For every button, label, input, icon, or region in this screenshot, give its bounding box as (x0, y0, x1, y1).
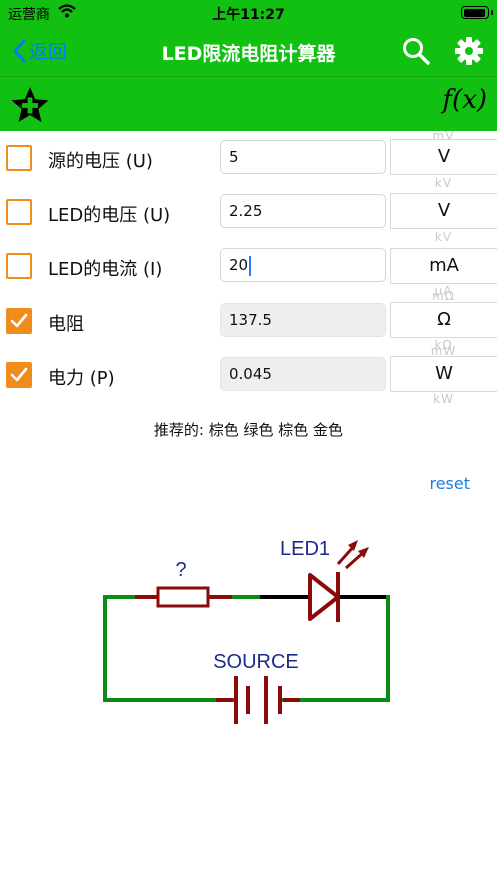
unit-picker-prev: kV (434, 231, 453, 243)
row-led-current: LED的电流 (I) 20 (0, 240, 497, 290)
led-current-value: 20 (229, 256, 249, 274)
back-button[interactable]: 返回 (12, 37, 67, 64)
led-current-unit[interactable]: mA (390, 248, 497, 284)
led-voltage-checkbox[interactable] (6, 199, 32, 225)
resistor-symbol (135, 586, 232, 608)
carrier-name: 运营商 (8, 7, 50, 23)
unit-picker-next: kV (434, 177, 453, 189)
back-button-label: 返回 (29, 41, 68, 63)
row-power: 电力 (P) 0.045 (0, 349, 497, 399)
resistance-checkbox[interactable] (6, 308, 32, 334)
led-voltage-label: LED的电压 (U) (48, 205, 171, 226)
search-icon[interactable] (401, 36, 431, 70)
unit-picker-next: kW (433, 393, 454, 405)
resistance-unit[interactable]: Ω (390, 302, 497, 338)
source-voltage-input[interactable]: 5 (220, 140, 386, 174)
source-voltage-unit[interactable]: V (390, 139, 497, 175)
led-voltage-unit[interactable]: V (390, 193, 497, 229)
row-led-voltage: LED的电压 (U) 2.25 (0, 186, 497, 236)
wifi-icon (58, 3, 76, 22)
text-cursor (249, 255, 252, 276)
led-voltage-input[interactable]: 2.25 (220, 194, 386, 228)
checkmark-icon (10, 313, 28, 328)
status-bar: 运营商 上午11:27 (0, 0, 497, 26)
unit-picker-prev: mW (430, 345, 457, 357)
wire-top-left (103, 595, 235, 702)
status-time: 上午11:27 (212, 7, 285, 23)
led-symbol (308, 540, 369, 622)
navigation-bar: 返回 LED限流电阻计算器 (0, 26, 497, 76)
checkmark-icon (10, 367, 28, 382)
resistance-output: 137.5 (220, 303, 386, 337)
led-current-input[interactable]: 20 (220, 248, 386, 282)
gear-icon[interactable] (454, 36, 484, 70)
led-label: LED1 (280, 538, 330, 560)
reset-button[interactable]: reset (429, 474, 470, 493)
tool-bar: f(x) (0, 76, 497, 131)
led-current-label: LED的电流 (I) (48, 259, 163, 280)
source-voltage-label: 源的电压 (U) (48, 151, 153, 172)
unit-picker-next: kΩ (434, 339, 453, 351)
unit-picker-next: µA (434, 285, 453, 297)
circuit-diagram: ? LED1 SOURCE (103, 538, 390, 724)
resistance-label: 电阻 (48, 314, 84, 335)
row-source-voltage: 源的电压 (U) 5 (0, 132, 497, 182)
source-label: SOURCE (213, 651, 299, 673)
recommended-color-bands: 推荐的: 棕色 绿色 棕色 金色 (153, 421, 344, 439)
source-voltage-checkbox[interactable] (6, 145, 32, 171)
resistor-label: ? (175, 559, 186, 581)
power-label: 电力 (P) (48, 368, 115, 389)
chevron-left-icon (13, 39, 26, 62)
add-favorite-icon[interactable] (9, 85, 51, 127)
row-resistance: 电阻 137.5 (0, 295, 497, 345)
wire-right (281, 595, 390, 702)
battery-icon (461, 6, 493, 19)
power-unit[interactable]: W (390, 356, 497, 392)
power-output: 0.045 (220, 357, 386, 391)
led-current-checkbox[interactable] (6, 253, 32, 279)
function-button[interactable]: f(x) (442, 85, 487, 115)
unit-picker-prev: mΩ (432, 290, 455, 302)
battery-symbol (216, 676, 300, 724)
power-checkbox[interactable] (6, 362, 32, 388)
